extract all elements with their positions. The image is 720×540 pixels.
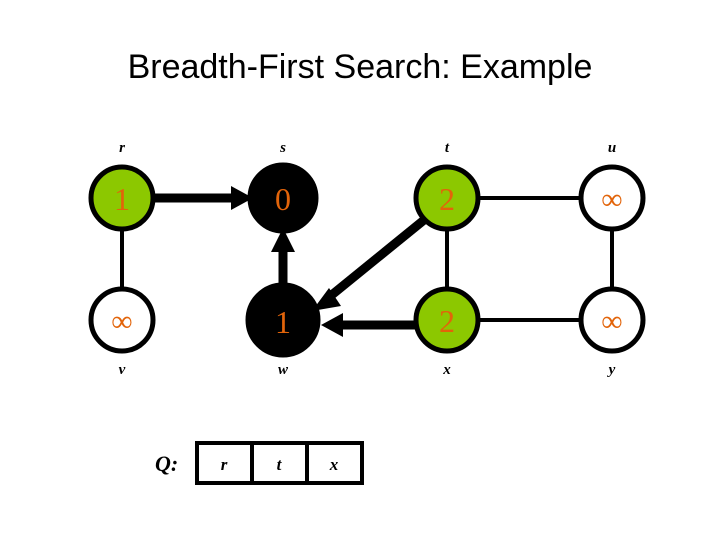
node-r-value: 1 xyxy=(114,181,130,217)
queue-label: Q: xyxy=(155,451,178,476)
queue-cell-1-text: t xyxy=(277,455,283,474)
node-t-label: t xyxy=(445,140,450,156)
queue-cell-2-text: x xyxy=(329,455,339,474)
node-w-value: 1 xyxy=(275,304,291,340)
node-y-circle xyxy=(578,286,646,354)
node-w-circle xyxy=(245,282,321,358)
node-x[interactable]: 2 x xyxy=(413,286,481,378)
graph-edges xyxy=(120,196,614,322)
queue: Q: r t x xyxy=(155,441,364,485)
queue-cell-0-text: r xyxy=(221,455,228,474)
node-w[interactable]: 1 w xyxy=(245,282,321,378)
node-x-circle xyxy=(413,286,481,354)
arrow-r-to-s xyxy=(154,186,253,210)
node-u-value: ∞ xyxy=(601,183,622,216)
node-t-circle xyxy=(413,164,481,232)
node-v-label: v xyxy=(119,362,126,378)
arrow-w-to-s xyxy=(271,228,295,288)
node-v-value: ∞ xyxy=(111,305,132,338)
node-s-label: s xyxy=(279,140,286,156)
node-u[interactable]: ∞ u xyxy=(578,140,646,232)
node-v-circle xyxy=(88,286,156,354)
bfs-tree-arrows xyxy=(154,186,427,337)
node-r[interactable]: 1 r xyxy=(88,140,156,232)
queue-cell-2[interactable]: x xyxy=(305,441,364,485)
node-x-label: x xyxy=(442,362,451,378)
node-v[interactable]: ∞ v xyxy=(88,286,156,378)
node-t-value: 2 xyxy=(439,181,455,217)
node-w-label: w xyxy=(278,362,289,378)
node-t[interactable]: 2 t xyxy=(413,140,481,232)
node-u-label: u xyxy=(608,140,616,156)
arrow-t-to-w xyxy=(312,216,427,311)
node-y-label: y xyxy=(607,362,616,378)
node-y[interactable]: ∞ y xyxy=(578,286,646,378)
node-x-value: 2 xyxy=(439,303,455,339)
node-r-circle xyxy=(88,164,156,232)
node-u-circle xyxy=(578,164,646,232)
node-y-value: ∞ xyxy=(601,305,622,338)
node-s-circle xyxy=(247,162,319,234)
node-s-value: 0 xyxy=(275,181,291,217)
arrow-x-to-w xyxy=(321,313,416,337)
page-title: Breadth-First Search: Example xyxy=(127,48,593,86)
node-s[interactable]: 0 s xyxy=(247,140,319,234)
queue-cell-0[interactable]: r xyxy=(195,441,254,485)
node-r-label: r xyxy=(119,140,125,156)
queue-cell-1[interactable]: t xyxy=(250,441,309,485)
